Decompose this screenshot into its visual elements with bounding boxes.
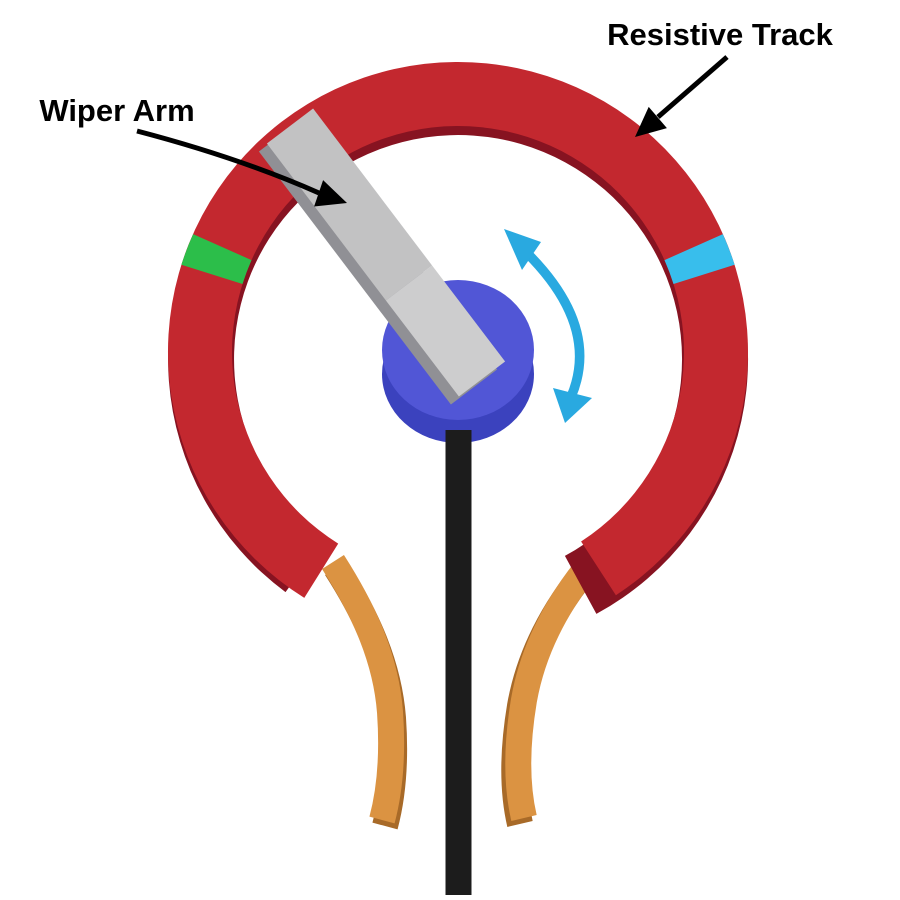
wiper-arm-pointer-icon <box>136 128 347 207</box>
wiper-arm <box>258 108 506 405</box>
wiper-arm-pointer-head <box>314 180 347 207</box>
shaft <box>445 430 472 895</box>
wiper-arm-pointer-line <box>136 128 321 196</box>
right-lead-wire <box>505 561 596 821</box>
resistive-track-pointer-icon <box>635 55 729 137</box>
rotation-arrow-head-top <box>504 229 541 270</box>
rotation-arrow-icon <box>504 229 592 423</box>
wiper-arm-body <box>266 108 433 301</box>
resistive-track-label: Resistive Track <box>607 17 834 52</box>
wiper-arm-label: Wiper Arm <box>39 93 194 128</box>
terminal-leads <box>322 554 596 830</box>
cyan-track-marker <box>664 234 735 284</box>
resistive-track-pointer-line <box>656 55 729 119</box>
green-track-marker <box>181 234 252 284</box>
rotation-arrow-arc <box>523 249 585 399</box>
resistive-track-pointer-head <box>635 106 667 137</box>
rotation-arrow-head-bottom <box>553 388 592 423</box>
wiper-arm-tip <box>385 265 506 397</box>
left-lead-wire <box>322 554 405 824</box>
